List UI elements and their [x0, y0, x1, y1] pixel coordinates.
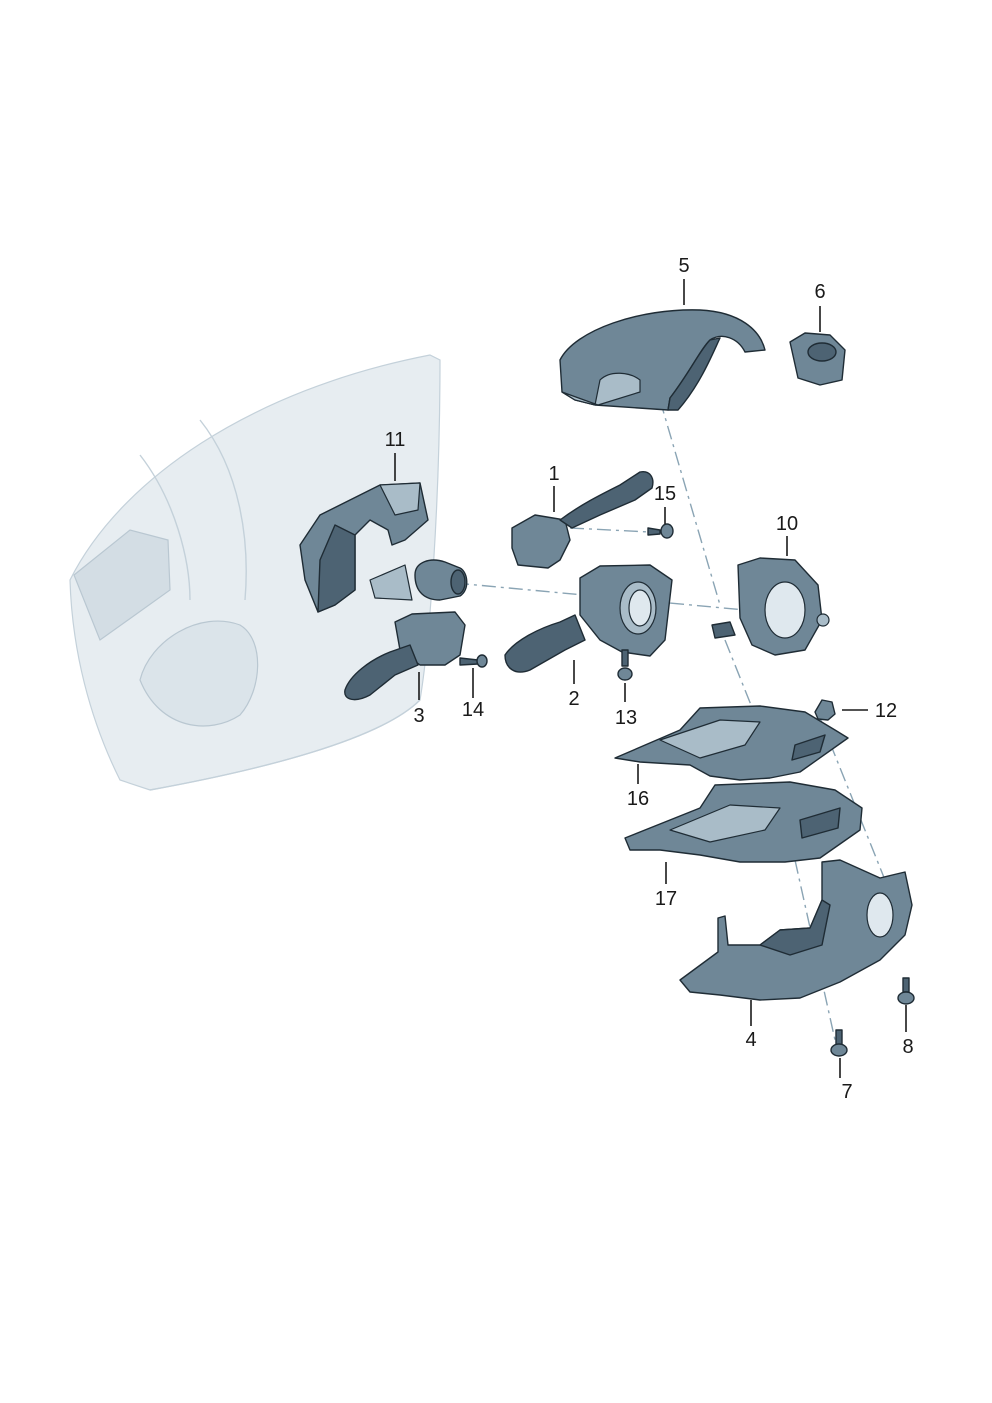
- lower-column-trim: [679, 859, 913, 1001]
- slip-ring: [711, 557, 830, 656]
- callout-8: 8: [902, 1036, 913, 1058]
- ignition-trim-ring: [789, 332, 846, 386]
- screw-15: [647, 523, 674, 539]
- callout-12: 12: [875, 700, 897, 722]
- callout-2: 2: [568, 688, 579, 710]
- damping-mat-lower: [624, 781, 863, 863]
- callout-3: 3: [413, 705, 424, 727]
- callout-labels: 5 6 11 1 15 10 2 13 3 14 12 16 17 4 7 8: [385, 255, 914, 1103]
- dashboard-display-ghost: [73, 529, 171, 641]
- column-electronics-module: [299, 482, 429, 613]
- damping-mat-upper: [614, 705, 849, 781]
- dashboard-ghost: [69, 354, 441, 791]
- leader-lines: [394, 279, 907, 1078]
- callout-16: 16: [627, 788, 649, 810]
- upper-column-trim: [559, 309, 766, 411]
- callout-11: 11: [385, 429, 406, 451]
- callout-7: 7: [841, 1081, 852, 1103]
- combination-switch-housing: [504, 564, 673, 673]
- clip-nut-12: [814, 699, 836, 721]
- screw-8: [897, 977, 915, 1005]
- callout-14: 14: [462, 699, 484, 721]
- screw-7: [830, 1029, 848, 1057]
- callout-10: 10: [776, 513, 798, 535]
- dashboard-vent-ghost: [139, 620, 259, 727]
- wiper-switch: [511, 471, 654, 569]
- column-tube: [369, 559, 468, 601]
- callout-13: 13: [615, 707, 637, 729]
- callout-6: 6: [814, 281, 825, 303]
- callout-15: 15: [654, 483, 676, 505]
- callout-17: 17: [655, 888, 677, 910]
- callout-4: 4: [745, 1029, 756, 1051]
- callout-1: 1: [548, 463, 559, 485]
- screw-13: [617, 649, 633, 681]
- callout-5: 5: [678, 255, 689, 277]
- light-switch: [344, 611, 466, 701]
- screw-14: [459, 654, 488, 668]
